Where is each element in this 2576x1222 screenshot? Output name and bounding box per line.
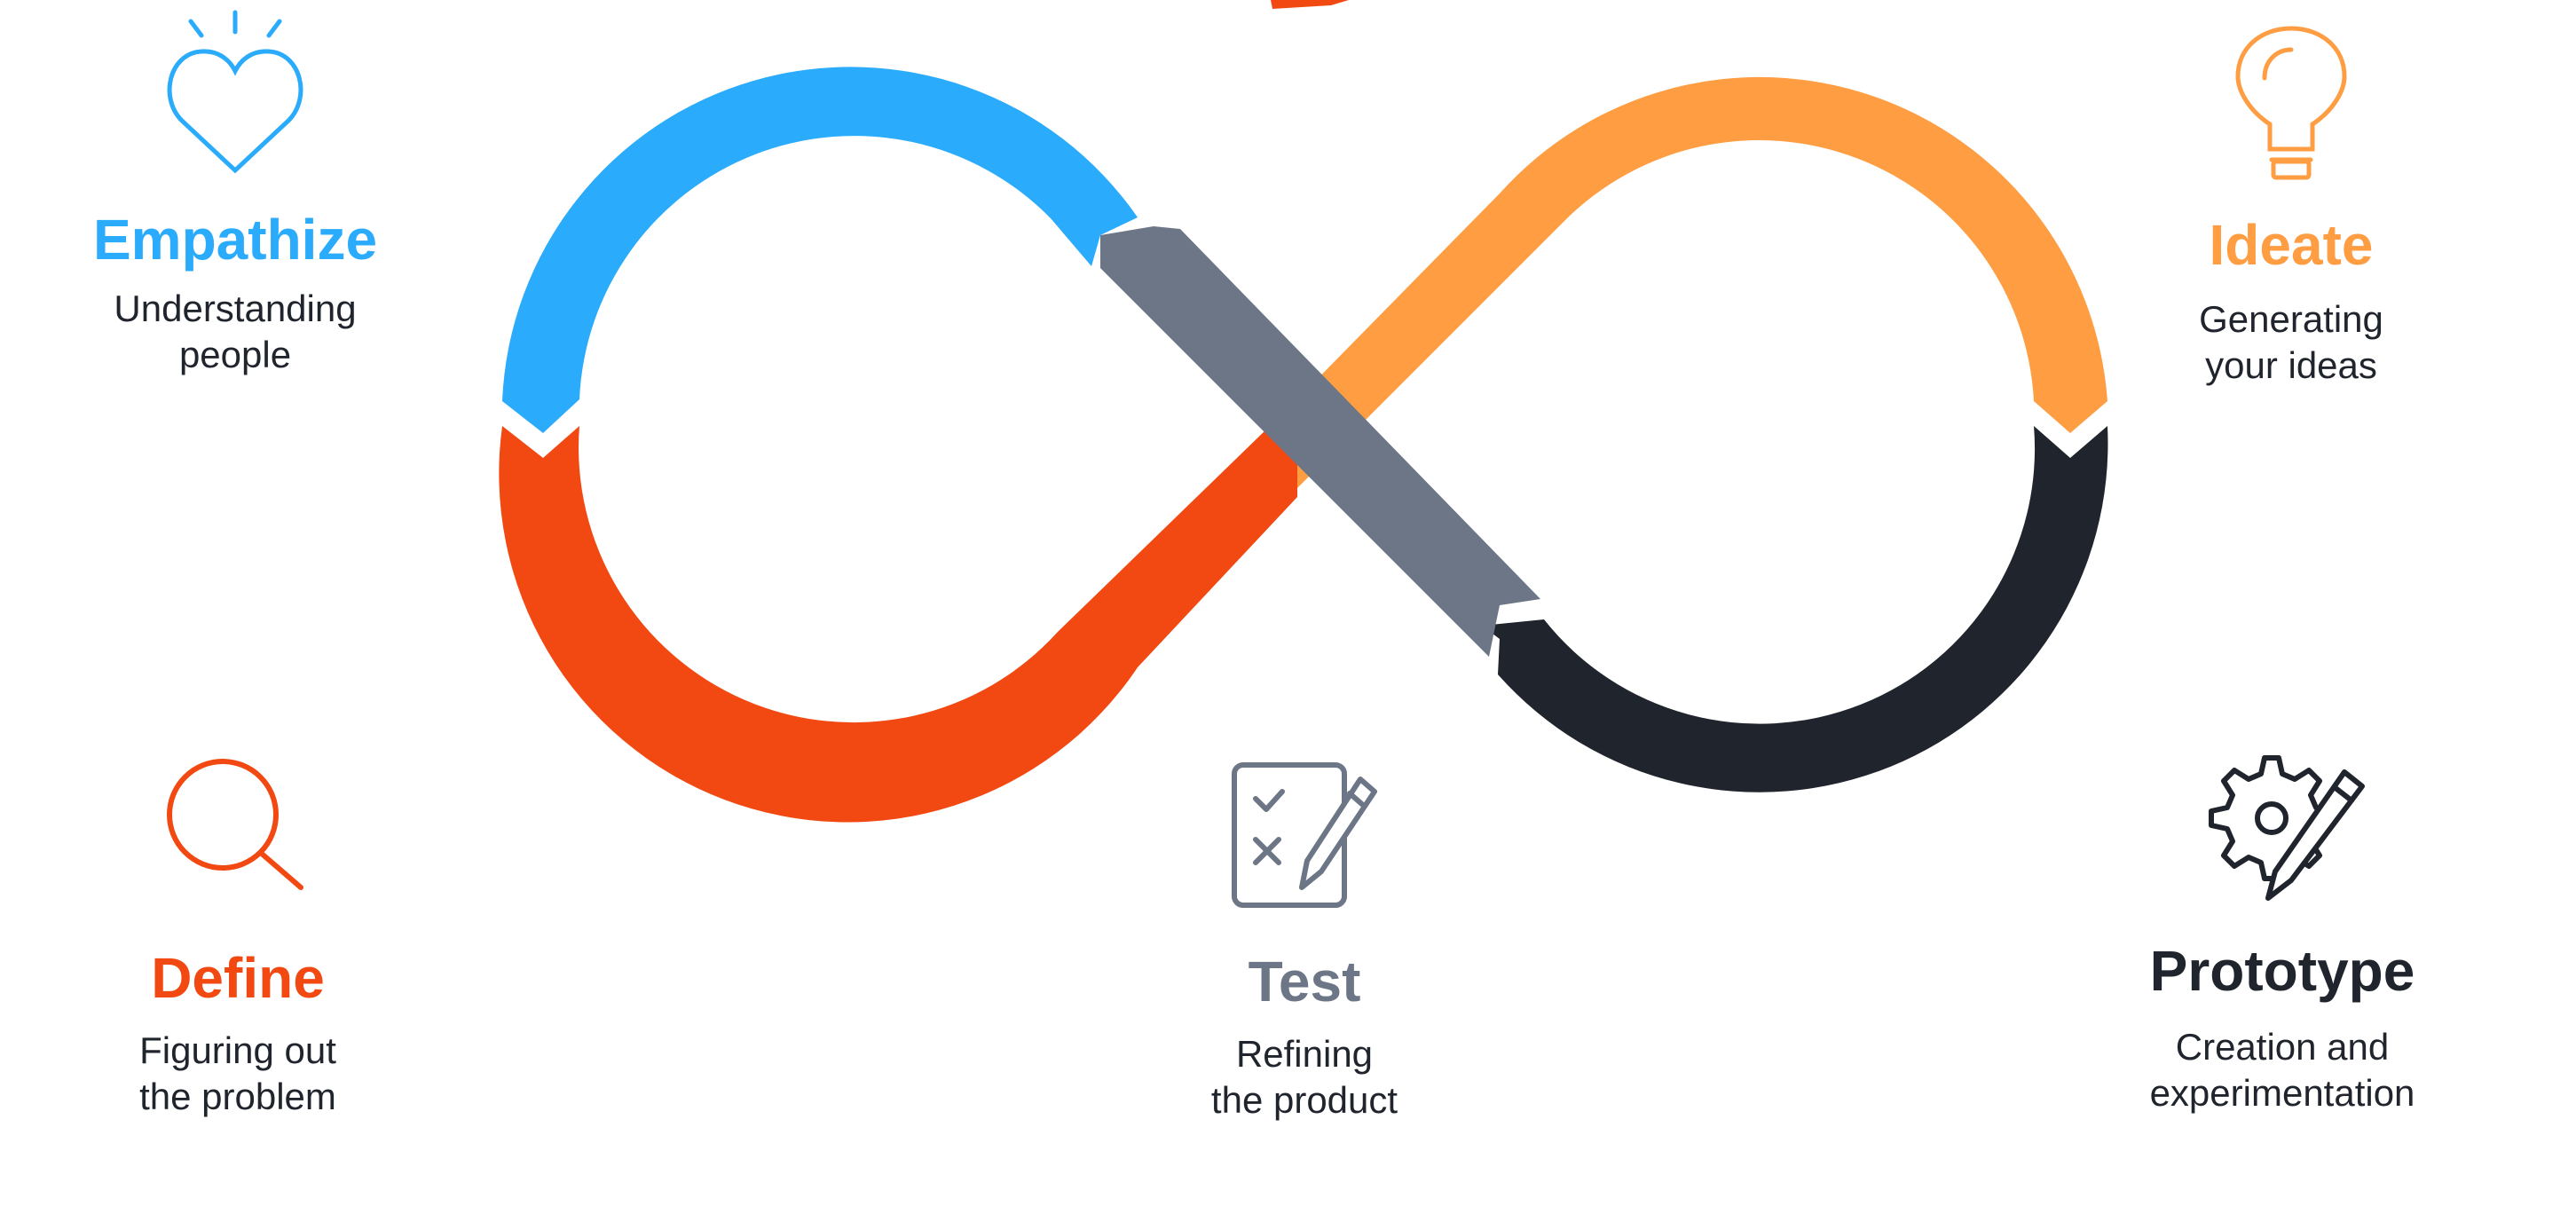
stage-description: Understanding people — [22, 286, 448, 378]
lightbulb-icon — [2235, 26, 2347, 180]
stage-title: Test — [1248, 950, 1361, 1013]
top-accent-mark — [1271, 0, 1349, 9]
description-line: the problem — [139, 1076, 336, 1117]
stage-title: Empathize — [92, 208, 378, 272]
checklist-icon — [1232, 762, 1377, 908]
stage-title: Ideate — [2209, 213, 2374, 277]
stage-description: Refining the product — [1091, 1031, 1517, 1123]
stage-define: Define Figuring out the problem — [25, 756, 451, 1120]
ideate-arc — [1297, 76, 2107, 488]
description-line: Understanding — [114, 288, 357, 329]
description-line: people — [178, 334, 292, 375]
gear-pencil-icon — [2209, 755, 2365, 901]
description-line: your ideas — [2205, 344, 2377, 386]
description-line: experimentation — [2149, 1072, 2415, 1114]
stage-ideate: Ideate Generating your ideas — [2078, 25, 2504, 389]
prototype-arc — [1482, 426, 2108, 792]
define-arc — [499, 399, 1297, 823]
stage-title: Define — [151, 946, 325, 1010]
stage-prototype: Prototype Creation and experimentation — [2069, 747, 2495, 1116]
description-line: the product — [1210, 1079, 1398, 1121]
description-line: Generating — [2199, 298, 2383, 340]
stage-description: Creation and experimentation — [2069, 1024, 2495, 1116]
description-line: Figuring out — [139, 1029, 336, 1071]
empathize-arc — [502, 67, 1138, 433]
description-line: Creation and — [2175, 1026, 2390, 1068]
stage-description: Generating your ideas — [2078, 296, 2504, 389]
stage-title: Prototype — [2149, 939, 2415, 1003]
heart-icon — [167, 10, 303, 174]
stage-empathize: Empathize Understanding people — [22, 9, 448, 378]
magnifier-icon — [167, 759, 303, 890]
test-arrow — [1100, 226, 1540, 657]
stage-description: Figuring out the problem — [25, 1028, 451, 1120]
stage-test: Test Refining the product — [1091, 761, 1517, 1123]
description-line: Refining — [1235, 1033, 1374, 1075]
